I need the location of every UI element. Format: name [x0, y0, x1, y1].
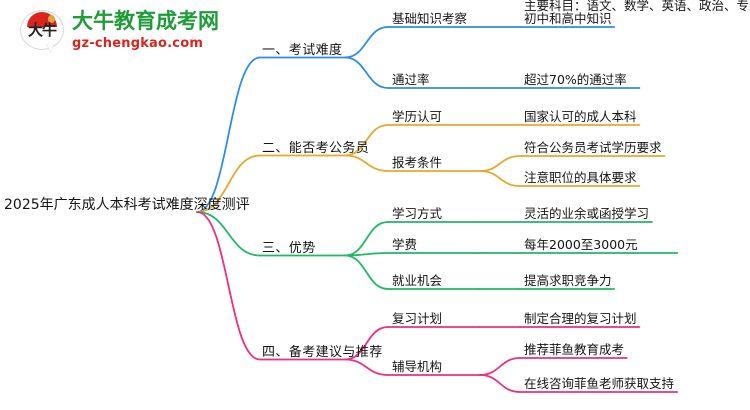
mindmap-subtopic-3-3[interactable]: 就业机会 [392, 273, 443, 288]
site-logo[interactable]: 大牛 大牛教育成考网 gz-chengkao.com [18, 8, 238, 60]
mindmap-subtopic-1-1[interactable]: 基础知识考察 [392, 11, 468, 26]
mindmap-root-topic[interactable]: 2025年广东成人本科考试难度深度测评 [4, 197, 250, 213]
mindmap-subtopic-1-2[interactable]: 通过率 [392, 72, 430, 87]
mindmap-leaf-4-2-1[interactable]: 推荐菲鱼教育成考 [524, 342, 625, 357]
mindmap-leaf-2-2-2[interactable]: 注意职位的具体要求 [524, 170, 637, 185]
mindmap-branch-2[interactable]: 二、能否考公务员 [262, 140, 370, 156]
logo-badge-text: 大牛 [27, 21, 57, 39]
bull-speech-bubble-logo-icon: 大牛 [20, 10, 66, 54]
mindmap-leaf-3-1-1[interactable]: 灵活的业余或函授学习 [524, 206, 650, 221]
mindmap-subtopic-3-2[interactable]: 学费 [392, 237, 418, 252]
mindmap-leaf-3-2-1[interactable]: 每年2000至3000元 [524, 237, 638, 252]
mindmap-leaf-4-1-1[interactable]: 制定合理的复习计划 [524, 311, 637, 326]
mindmap-leaf-3-3-1[interactable]: 提高求职竞争力 [524, 273, 612, 288]
mindmap-subtopic-4-2[interactable]: 辅导机构 [392, 359, 443, 374]
mindmap-subtopic-2-2[interactable]: 报考条件 [392, 155, 443, 170]
mindmap-branch-1[interactable]: 一、考试难度 [262, 42, 343, 58]
mindmap-leaf-4-2-2[interactable]: 在线咨询菲鱼老师获取支持 [524, 376, 675, 391]
mindmap-leaf-2-2-1[interactable]: 符合公务员考试学历要求 [524, 140, 662, 155]
mindmap-leaf-1-1-1[interactable]: 初中和高中知识 [524, 11, 612, 26]
mindmap-subtopic-4-1[interactable]: 复习计划 [392, 311, 443, 326]
mindmap-leaf-1-2-1[interactable]: 超过70%的通过率 [524, 72, 627, 87]
mindmap-subtopic-3-1[interactable]: 学习方式 [392, 206, 443, 221]
mindmap-branch-3[interactable]: 三、优势 [262, 240, 316, 256]
mindmap-leaf-2-1-1[interactable]: 国家认可的成人本科 [524, 109, 637, 124]
logo-title: 大牛教育成考网 [72, 9, 219, 33]
mindmap-leaf-1-1-2[interactable]: 主要科目：语文、数学、英语、政治、专业基础 [524, 0, 750, 13]
logo-subtitle: gz-chengkao.com [72, 36, 204, 51]
mindmap-subtopic-2-1[interactable]: 学历认可 [392, 109, 443, 124]
mindmap-branch-4[interactable]: 四、备考建议与推荐 [262, 344, 383, 360]
